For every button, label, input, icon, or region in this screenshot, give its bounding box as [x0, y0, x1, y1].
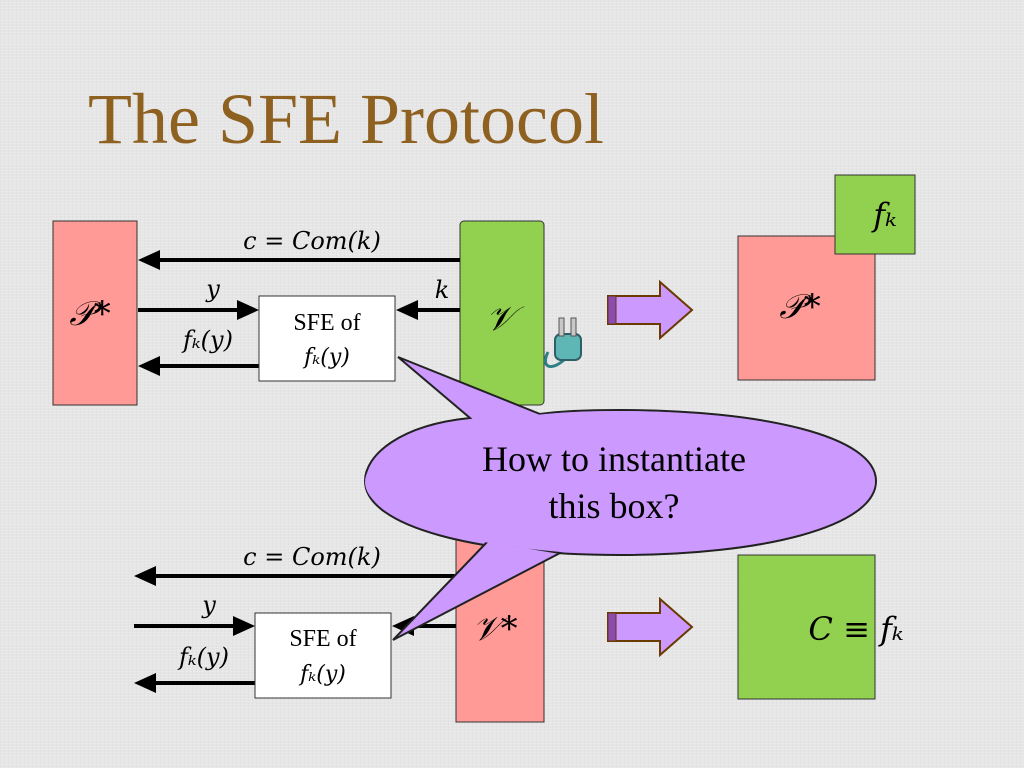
- sfe-box-bottom-line1: SFE of: [289, 626, 356, 652]
- result-circuit-label: C ≡ fₖ: [808, 610, 903, 648]
- sfe-box-bottom: [254, 612, 392, 699]
- callout-line1: How to instantiate: [482, 439, 746, 479]
- plug-icon: [543, 317, 582, 368]
- result-fk-label: fₖ: [871, 196, 897, 234]
- fky-arrowhead-bottom: [134, 673, 156, 693]
- y-label: y: [205, 275, 220, 303]
- sfe-box-top: [258, 295, 396, 382]
- callout-bubble: How to instantiate this box?: [363, 356, 878, 641]
- k-label: k: [435, 276, 450, 304]
- prover-label: 𝒫*: [69, 294, 111, 334]
- callout-line2: this box?: [549, 486, 680, 526]
- result-prover-label: 𝒫*: [779, 287, 821, 327]
- slide-title: The SFE Protocol: [88, 79, 604, 159]
- prover-box: [52, 220, 138, 406]
- verifier-star-label: 𝒱*: [472, 609, 517, 649]
- sfe-box-top-line1: SFE of: [293, 310, 360, 336]
- sfe-box-top-line2: fₖ(y): [302, 345, 350, 370]
- commit-arrowhead-bottom: [134, 566, 156, 586]
- y-arrowhead: [237, 300, 259, 320]
- result-circuit-box: [737, 554, 876, 700]
- result-prover-box: [737, 235, 876, 381]
- block-arrow-bottom: [607, 596, 694, 658]
- sfe-box-bottom-line2: fₖ(y): [298, 662, 346, 687]
- y-label-bottom: y: [201, 591, 216, 619]
- fky-label: fₖ(y): [181, 326, 233, 354]
- y-arrowhead-bottom: [233, 616, 255, 636]
- commit-arrowhead: [138, 250, 160, 270]
- block-arrow-top: [607, 279, 694, 341]
- commit-label: c = Com(k): [243, 227, 381, 255]
- commit-label-bottom: c = Com(k): [243, 543, 381, 571]
- fky-label-bottom: fₖ(y): [177, 643, 229, 671]
- k-arrowhead: [396, 300, 418, 320]
- result-fk-box: [834, 174, 916, 255]
- fky-arrowhead: [138, 356, 160, 376]
